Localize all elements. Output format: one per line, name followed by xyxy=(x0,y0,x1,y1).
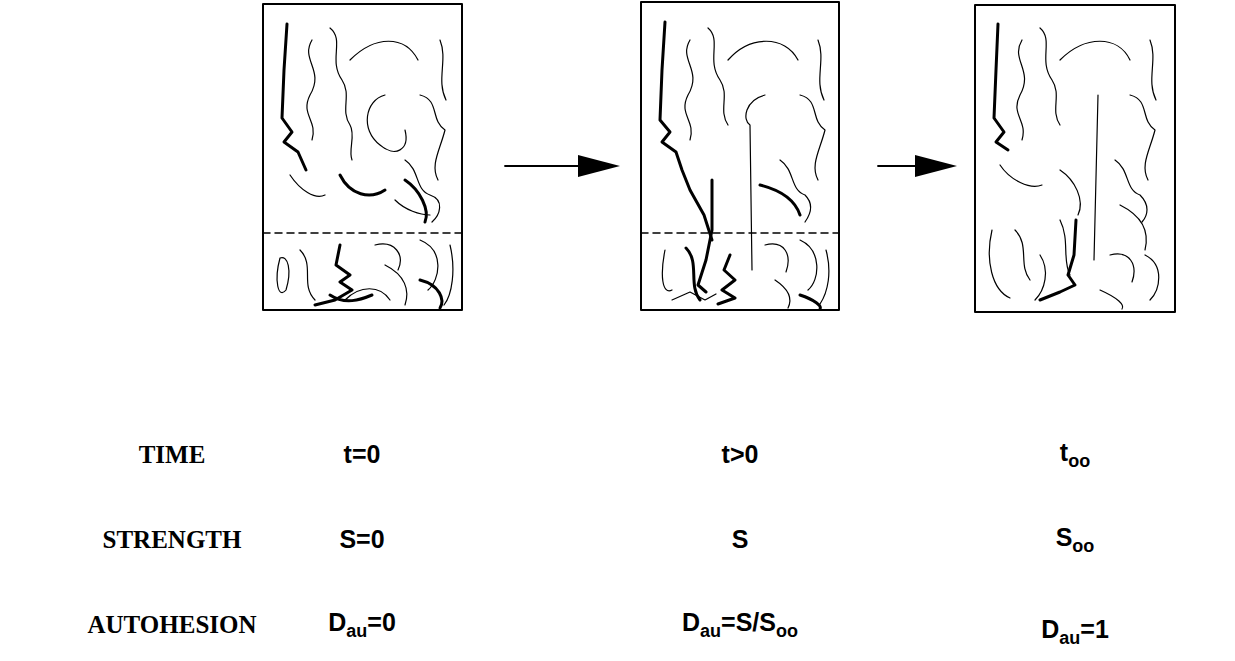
label-text: STRENGTH xyxy=(103,526,242,553)
label-text: S=0 xyxy=(339,525,384,553)
table-label: AUTOHESION xyxy=(87,611,256,639)
table-label: TIME xyxy=(139,441,206,469)
subscript-text: oo xyxy=(1072,536,1094,556)
polymer-chains xyxy=(277,24,453,308)
panel-frame xyxy=(641,2,839,310)
label-text: AUTOHESION xyxy=(87,611,256,638)
label-text: =1 xyxy=(1080,615,1109,643)
flow-arrow xyxy=(505,165,590,167)
arrow-head xyxy=(578,155,620,177)
label-text: t xyxy=(1060,438,1068,466)
table-label: Dau=0 xyxy=(328,609,396,642)
table-label: too xyxy=(1060,439,1090,472)
label-text: D xyxy=(1041,615,1059,643)
label-text: TIME xyxy=(139,441,206,468)
table-label: t>0 xyxy=(722,441,759,469)
label-text: D xyxy=(682,608,700,636)
subscript-text: au xyxy=(700,621,721,641)
table-label: Dau=1 xyxy=(1041,616,1109,649)
label-text: t>0 xyxy=(722,440,759,468)
label-text: t=0 xyxy=(344,440,381,468)
subscript-text: au xyxy=(346,621,367,641)
label-text: D xyxy=(328,608,346,636)
table-label: Soo xyxy=(1056,524,1095,557)
label-text: S xyxy=(1056,523,1073,551)
table-label: t=0 xyxy=(344,441,381,469)
label-text: S xyxy=(732,525,749,553)
polymer-chains xyxy=(660,22,829,309)
table-label: S=0 xyxy=(339,526,384,554)
interface-line xyxy=(641,232,839,234)
subscript-text: oo xyxy=(776,621,798,641)
label-text: =S/S xyxy=(721,608,776,636)
subscript-text: au xyxy=(1059,628,1080,648)
polymer-chains xyxy=(989,24,1158,309)
table-label: Dau=S/Soo xyxy=(682,609,798,642)
table-label: STRENGTH xyxy=(103,526,242,554)
subscript-text: oo xyxy=(1068,451,1090,471)
label-text: =0 xyxy=(367,608,396,636)
panel-frame xyxy=(263,4,462,310)
table-label: S xyxy=(732,526,749,554)
panel-frame xyxy=(975,5,1175,312)
arrow-head xyxy=(915,155,957,177)
interface-line xyxy=(263,232,462,234)
